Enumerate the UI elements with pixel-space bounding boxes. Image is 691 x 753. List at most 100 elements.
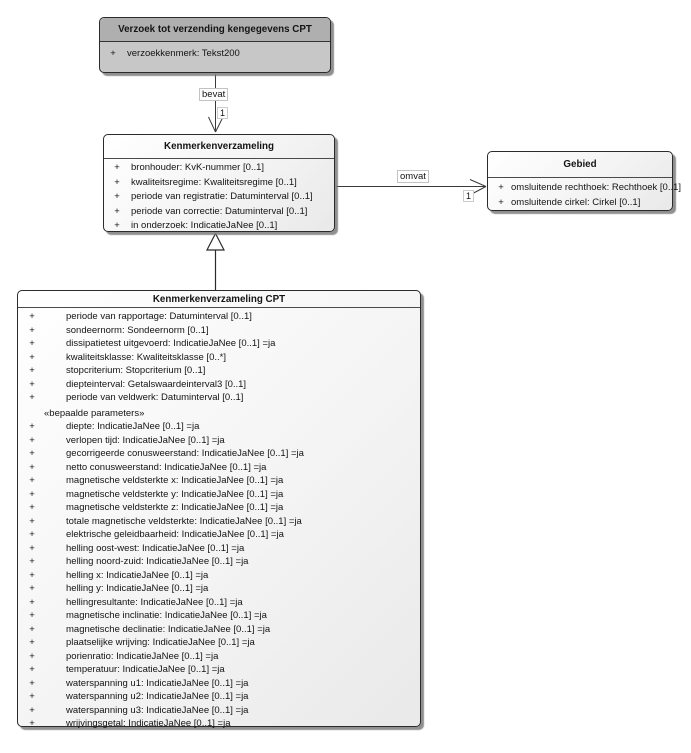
bevat-association-label[interactable]: bevat	[199, 88, 229, 101]
visibility-marker: +	[29, 529, 35, 540]
visibility-marker: +	[29, 378, 35, 390]
attribute-row: + elektrische geleidbaarheid: IndicatieJ…	[18, 528, 420, 542]
visibility-marker: +	[29, 421, 35, 432]
attribute-text: waterspanning u2: IndicatieJaNee [0..1] …	[66, 691, 249, 702]
attribute-row: + kwaliteitsklasse: Kwaliteitsklasse [0.…	[18, 351, 420, 365]
attribute-list: + verzoekkenmerk: Tekst200	[100, 42, 330, 62]
visibility-marker: +	[29, 623, 35, 635]
class-kenmerkenverzameling-cpt[interactable]: Kenmerkenverzameling CPT + periode van r…	[17, 290, 421, 729]
attribute-row: + helling noord-zuid: IndicatieJaNee [0.…	[18, 555, 420, 569]
visibility-marker: +	[114, 176, 120, 188]
visibility-marker: +	[29, 610, 35, 621]
class-title: Kenmerkenverzameling CPT	[18, 291, 420, 308]
class-title: Kenmerkenverzameling	[104, 135, 334, 159]
attribute-text: magnetische veldsterkte z: IndicatieJaNe…	[66, 502, 284, 513]
attribute-text: netto conusweerstand: IndicatieJaNee [0.…	[66, 461, 267, 473]
attribute-row: + dissipatietest uitgevoerd: IndicatieJa…	[18, 337, 420, 351]
attribute-text: magnetische declinatie: IndicatieJaNee […	[66, 623, 271, 635]
visibility-marker: +	[498, 182, 504, 193]
attribute-list-bottom: + diepte: IndicatieJaNee [0..1] =ja + ve…	[18, 420, 420, 731]
visibility-marker: +	[29, 515, 35, 527]
visibility-marker: +	[29, 502, 35, 513]
attribute-row: + magnetische veldsterkte y: IndicatieJa…	[18, 488, 420, 502]
visibility-marker: +	[114, 205, 120, 217]
attribute-row: + waterspanning u3: IndicatieJaNee [0..1…	[18, 704, 420, 718]
visibility-marker: +	[29, 365, 35, 376]
attribute-list: + bronhouder: KvK-nummer [0..1] + kwalit…	[104, 159, 334, 234]
attribute-row: + periode van correctie: Datuminterval […	[104, 205, 334, 220]
visibility-marker: +	[114, 162, 120, 173]
attribute-text: porienratio: IndicatieJaNee [0..1] =ja	[66, 650, 219, 662]
attribute-list: + omsluitende rechthoek: Rechthoek [0..1…	[488, 178, 681, 210]
attribute-row: + magnetische inclinatie: IndicatieJaNee…	[18, 609, 420, 623]
visibility-marker: +	[29, 704, 35, 716]
attribute-text: dissipatietest uitgevoerd: IndicatieJaNe…	[66, 338, 276, 349]
attribute-text: magnetische veldsterkte y: IndicatieJaNe…	[66, 488, 284, 500]
attribute-row: + periode van veldwerk: Datuminterval [0…	[18, 391, 420, 405]
attribute-text: kwaliteitsregime: Kwaliteitsregime [0..1…	[131, 176, 297, 188]
class-title: Verzoek tot verzending kengegevens CPT	[100, 18, 330, 42]
bevat-multiplicity-label: 1	[217, 107, 229, 119]
visibility-marker: +	[110, 48, 116, 59]
visibility-marker: +	[29, 650, 35, 662]
visibility-marker: +	[29, 637, 35, 648]
visibility-marker: +	[29, 596, 35, 608]
attribute-row: + temperatuur: IndicatieJaNee [0..1] =ja	[18, 663, 420, 677]
attribute-text: totale magnetische veldsterkte: Indicati…	[66, 515, 302, 527]
attribute-text: wrijvingsgetal: IndicatieJaNee [0..1] =j…	[66, 718, 231, 729]
attribute-row: + hellingresultante: IndicatieJaNee [0..…	[18, 596, 420, 610]
class-verzoek-tot-verzending-kengegevens-cpt[interactable]: Verzoek tot verzending kengegevens CPT +…	[99, 17, 331, 73]
visibility-marker: +	[29, 351, 35, 363]
attribute-row: + plaatselijke wrijving: IndicatieJaNee …	[18, 636, 420, 650]
visibility-marker: +	[29, 488, 35, 500]
attribute-text: magnetische veldsterkte x: IndicatieJaNe…	[66, 475, 284, 486]
attribute-text: helling noord-zuid: IndicatieJaNee [0..1…	[66, 556, 249, 567]
visibility-marker: +	[29, 475, 35, 486]
attribute-row: + gecorrigeerde conusweerstand: Indicati…	[18, 447, 420, 461]
omvat-association-label[interactable]: omvat	[397, 170, 429, 183]
attribute-text: diepte: IndicatieJaNee [0..1] =ja	[66, 421, 200, 432]
attribute-text: helling y: IndicatieJaNee [0..1] =ja	[66, 583, 209, 594]
visibility-marker: +	[29, 448, 35, 459]
attribute-text: sondeernorm: Sondeernorm [0..1]	[66, 324, 209, 336]
visibility-marker: +	[498, 197, 504, 208]
attribute-row: + waterspanning u1: IndicatieJaNee [0..1…	[18, 677, 420, 691]
visibility-marker: +	[29, 392, 35, 403]
visibility-marker: +	[29, 677, 35, 689]
attribute-row: + verlopen tijd: IndicatieJaNee [0..1] =…	[18, 434, 420, 448]
attribute-row: + omsluitende rechthoek: Rechthoek [0..1…	[488, 180, 681, 195]
attribute-text: omsluitende cirkel: Cirkel [0..1]	[511, 197, 641, 208]
attribute-text: plaatselijke wrijving: IndicatieJaNee [0…	[66, 637, 255, 648]
attribute-row: + porienratio: IndicatieJaNee [0..1] =ja	[18, 650, 420, 664]
attribute-row: + sondeernorm: Sondeernorm [0..1]	[18, 324, 420, 338]
class-kenmerkenverzameling[interactable]: Kenmerkenverzameling + bronhouder: KvK-n…	[103, 134, 335, 232]
visibility-marker: +	[29, 556, 35, 567]
omvat-multiplicity-label: 1	[463, 190, 475, 202]
attribute-text: omsluitende rechthoek: Rechthoek [0..1]	[511, 182, 682, 193]
visibility-marker: +	[29, 434, 35, 446]
visibility-marker: +	[29, 569, 35, 581]
attribute-row: + totale magnetische veldsterkte: Indica…	[18, 515, 420, 529]
attribute-row: + magnetische declinatie: IndicatieJaNee…	[18, 623, 420, 637]
attribute-text: periode van veldwerk: Datuminterval [0..…	[66, 392, 244, 403]
visibility-marker: +	[29, 691, 35, 702]
attribute-text: verlopen tijd: IndicatieJaNee [0..1] =ja	[66, 434, 225, 446]
attribute-text: kwaliteitsklasse: Kwaliteitsklasse [0..*…	[66, 351, 226, 363]
attribute-text: hellingresultante: IndicatieJaNee [0..1]…	[66, 596, 243, 608]
attribute-row: + kwaliteitsregime: Kwaliteitsregime [0.…	[104, 176, 334, 191]
class-gebied[interactable]: Gebied + omsluitende rechthoek: Rechthoe…	[487, 151, 681, 211]
generalization-triangle-icon	[206, 232, 225, 251]
class-title: Gebied	[488, 152, 672, 178]
attribute-row: + periode van rapportage: Datuminterval …	[18, 310, 420, 324]
bevat-association-line[interactable]	[208, 74, 223, 133]
attribute-text: helling oost-west: IndicatieJaNee [0..1]…	[66, 542, 245, 554]
attribute-text: diepteinterval: Getalswaardeinterval3 [0…	[66, 378, 247, 390]
attribute-row: + bronhouder: KvK-nummer [0..1]	[104, 161, 334, 176]
attribute-text: helling x: IndicatieJaNee [0..1] =ja	[66, 569, 209, 581]
generalization-line[interactable]	[206, 232, 225, 291]
visibility-marker: +	[29, 338, 35, 349]
attribute-row: + wrijvingsgetal: IndicatieJaNee [0..1] …	[18, 717, 420, 731]
open-arrowhead-icon	[208, 116, 223, 133]
attribute-row: + stopcriterium: Stopcriterium [0..1]	[18, 364, 420, 378]
